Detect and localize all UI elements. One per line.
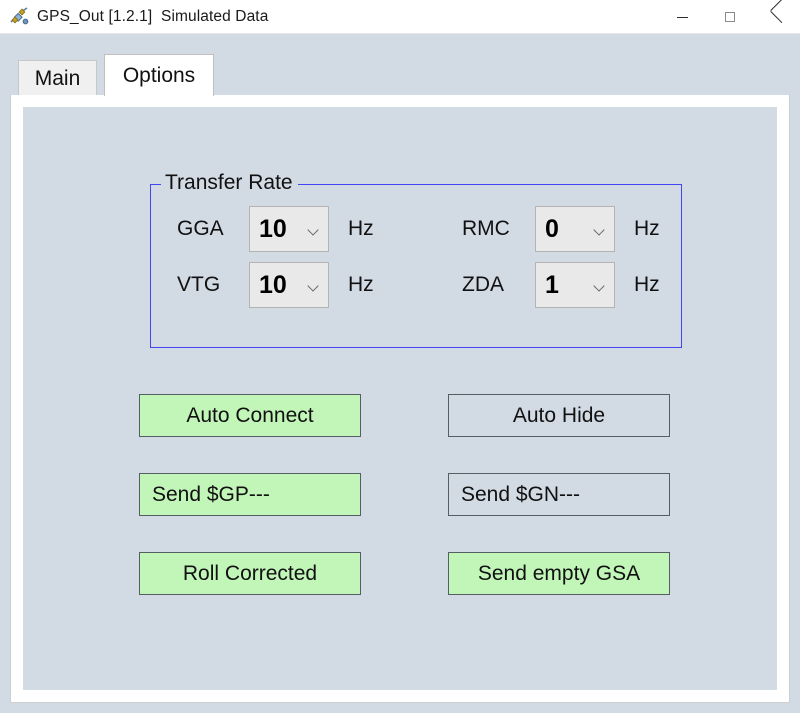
tab-main[interactable]: Main — [18, 60, 97, 96]
rate-combo-gga[interactable]: 10 — [249, 206, 329, 252]
auto-hide-button[interactable]: Auto Hide — [448, 394, 670, 437]
satellite-icon — [8, 6, 30, 28]
maximize-icon — [724, 12, 735, 22]
chevron-down-icon — [309, 282, 318, 288]
send-gp-button[interactable]: Send $GP--- — [139, 473, 361, 516]
window-controls — [659, 0, 800, 34]
send-gn-button[interactable]: Send $GN--- — [448, 473, 670, 516]
rate-label-gga: GGA — [177, 217, 224, 240]
auto-connect-button[interactable]: Auto Connect — [139, 394, 361, 437]
rate-row-gga: GGA 10 Hz — [177, 206, 374, 252]
close-button[interactable] — [753, 0, 800, 34]
rate-label-zda: ZDA — [462, 273, 504, 296]
tab-page: Transfer Rate GGA 10 Hz VTG 10 — [10, 95, 790, 703]
send-empty-gsa-button[interactable]: Send empty GSA — [448, 552, 670, 595]
rate-unit-rmc: Hz — [634, 217, 660, 240]
rate-combo-zda-value: 1 — [545, 270, 559, 299]
window-title: GPS_Out [1.2.1] Simulated Data — [37, 7, 269, 25]
tab-page-content: Transfer Rate GGA 10 Hz VTG 10 — [23, 107, 777, 690]
rate-combo-rmc[interactable]: 0 — [535, 206, 615, 252]
rate-row-vtg: VTG 10 Hz — [177, 262, 374, 308]
chevron-down-icon — [309, 226, 318, 232]
transfer-rate-title: Transfer Rate — [161, 171, 298, 195]
rate-combo-vtg[interactable]: 10 — [249, 262, 329, 308]
rate-row-rmc: RMC 0 Hz — [462, 206, 660, 252]
close-icon — [770, 11, 783, 24]
rate-combo-rmc-value: 0 — [545, 214, 559, 243]
rate-combo-vtg-value: 10 — [259, 270, 287, 299]
chevron-down-icon — [595, 282, 604, 288]
tab-options[interactable]: Options — [104, 54, 214, 96]
title-bar: GPS_Out [1.2.1] Simulated Data — [0, 0, 800, 34]
rate-unit-vtg: Hz — [348, 273, 374, 296]
rate-label-vtg: VTG — [177, 273, 221, 296]
chevron-down-icon — [595, 226, 604, 232]
rate-combo-zda[interactable]: 1 — [535, 262, 615, 308]
rate-label-rmc: RMC — [462, 217, 510, 240]
roll-corrected-button[interactable]: Roll Corrected — [139, 552, 361, 595]
rate-unit-gga: Hz — [348, 217, 374, 240]
minimize-button[interactable] — [659, 0, 706, 34]
minimize-icon — [677, 16, 688, 18]
tab-strip: Main Options — [10, 54, 790, 96]
transfer-rate-groupbox: Transfer Rate GGA 10 Hz VTG 10 — [150, 171, 682, 348]
maximize-button[interactable] — [706, 0, 753, 34]
rate-unit-zda: Hz — [634, 273, 660, 296]
rate-combo-gga-value: 10 — [259, 214, 287, 243]
rate-row-zda: ZDA 1 Hz — [462, 262, 660, 308]
